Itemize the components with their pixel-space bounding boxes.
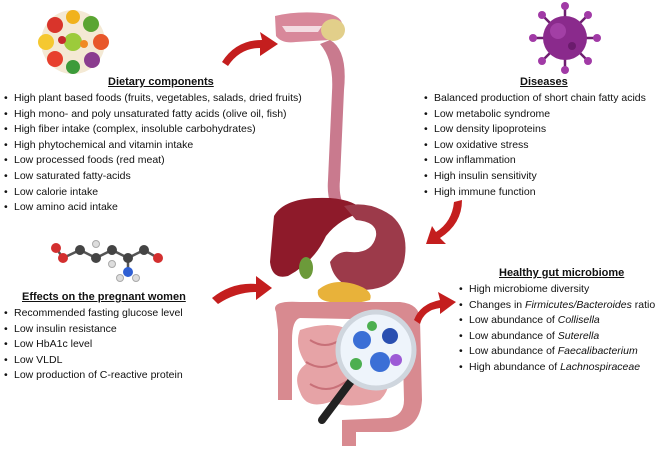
list-item: High plant based foods (fruits, vegetabl… xyxy=(4,91,302,107)
list-item: Balanced production of short chain fatty… xyxy=(424,91,646,107)
list-item: Low VLDL xyxy=(4,353,186,369)
dietary-components-list: High plant based foods (fruits, vegetabl… xyxy=(4,91,302,216)
list-item: High fiber intake (complex, insoluble ca… xyxy=(4,122,302,138)
food-icon xyxy=(38,10,109,74)
pregnant-women-panel: Effects on the pregnant women Recommende… xyxy=(4,291,186,384)
list-item: High microbiome diversity xyxy=(459,282,655,298)
list-item: Low oxidative stress xyxy=(424,138,646,154)
virus-icon xyxy=(529,2,601,74)
list-item: Recommended fasting glucose level xyxy=(4,306,186,322)
magnifier-icon xyxy=(318,309,417,424)
healthy-gut-microbiome-heading: Healthy gut microbiome xyxy=(499,267,625,279)
list-item: Low production of C-reactive protein xyxy=(4,368,186,384)
list-item: Low saturated fatty-acids xyxy=(4,169,302,185)
list-item: Low abundance of Suterella xyxy=(459,329,655,345)
arrow-to-microbiome xyxy=(414,292,456,324)
dietary-components-heading: Dietary components xyxy=(108,76,214,88)
list-item: Low processed foods (red meat) xyxy=(4,153,302,169)
list-item: High insulin sensitivity xyxy=(424,169,646,185)
arrow-to-diseases xyxy=(426,200,462,244)
list-item: High abundance of Lachnospiraceae xyxy=(459,360,655,376)
arrow-food-to-mouth xyxy=(222,32,278,66)
list-item: Low insulin resistance xyxy=(4,322,186,338)
liver xyxy=(270,197,364,277)
stomach xyxy=(330,204,406,290)
list-item: Low inflammation xyxy=(424,153,646,169)
esophagus xyxy=(320,40,348,220)
large-intestine xyxy=(275,301,422,446)
healthy-gut-microbiome-panel: Healthy gut microbiome High microbiome d… xyxy=(459,267,655,376)
list-item: High mono- and poly unsaturated fatty ac… xyxy=(4,107,302,123)
diseases-panel: Diseases Balanced production of short ch… xyxy=(424,76,646,200)
dietary-components-panel: Dietary components High plant based food… xyxy=(4,76,302,216)
molecule-icon xyxy=(51,240,163,282)
pancreas xyxy=(317,282,371,304)
diseases-list: Balanced production of short chain fatty… xyxy=(424,91,646,200)
arrow-to-pregnant xyxy=(212,276,272,304)
list-item: Low metabolic syndrome xyxy=(424,107,646,123)
pregnant-women-list: Recommended fasting glucose level Low in… xyxy=(4,306,186,384)
list-item: Low HbA1c level xyxy=(4,337,186,353)
list-item: Low abundance of Collisella xyxy=(459,313,655,329)
list-item: Low density lipoproteins xyxy=(424,122,646,138)
list-item: Low calorie intake xyxy=(4,185,302,201)
list-item: High phytochemical and vitamin intake xyxy=(4,138,302,154)
pregnant-women-heading: Effects on the pregnant women xyxy=(22,291,186,303)
diseases-heading: Diseases xyxy=(520,76,568,88)
healthy-gut-microbiome-list: High microbiome diversity Changes in Fir… xyxy=(459,282,655,376)
list-item: High immune function xyxy=(424,185,646,201)
list-item: Low amino acid intake xyxy=(4,200,302,216)
list-item: Changes in Firmicutes/Bacteroides ratio xyxy=(459,298,655,314)
list-item: Low abundance of Faecalibacterium xyxy=(459,344,655,360)
